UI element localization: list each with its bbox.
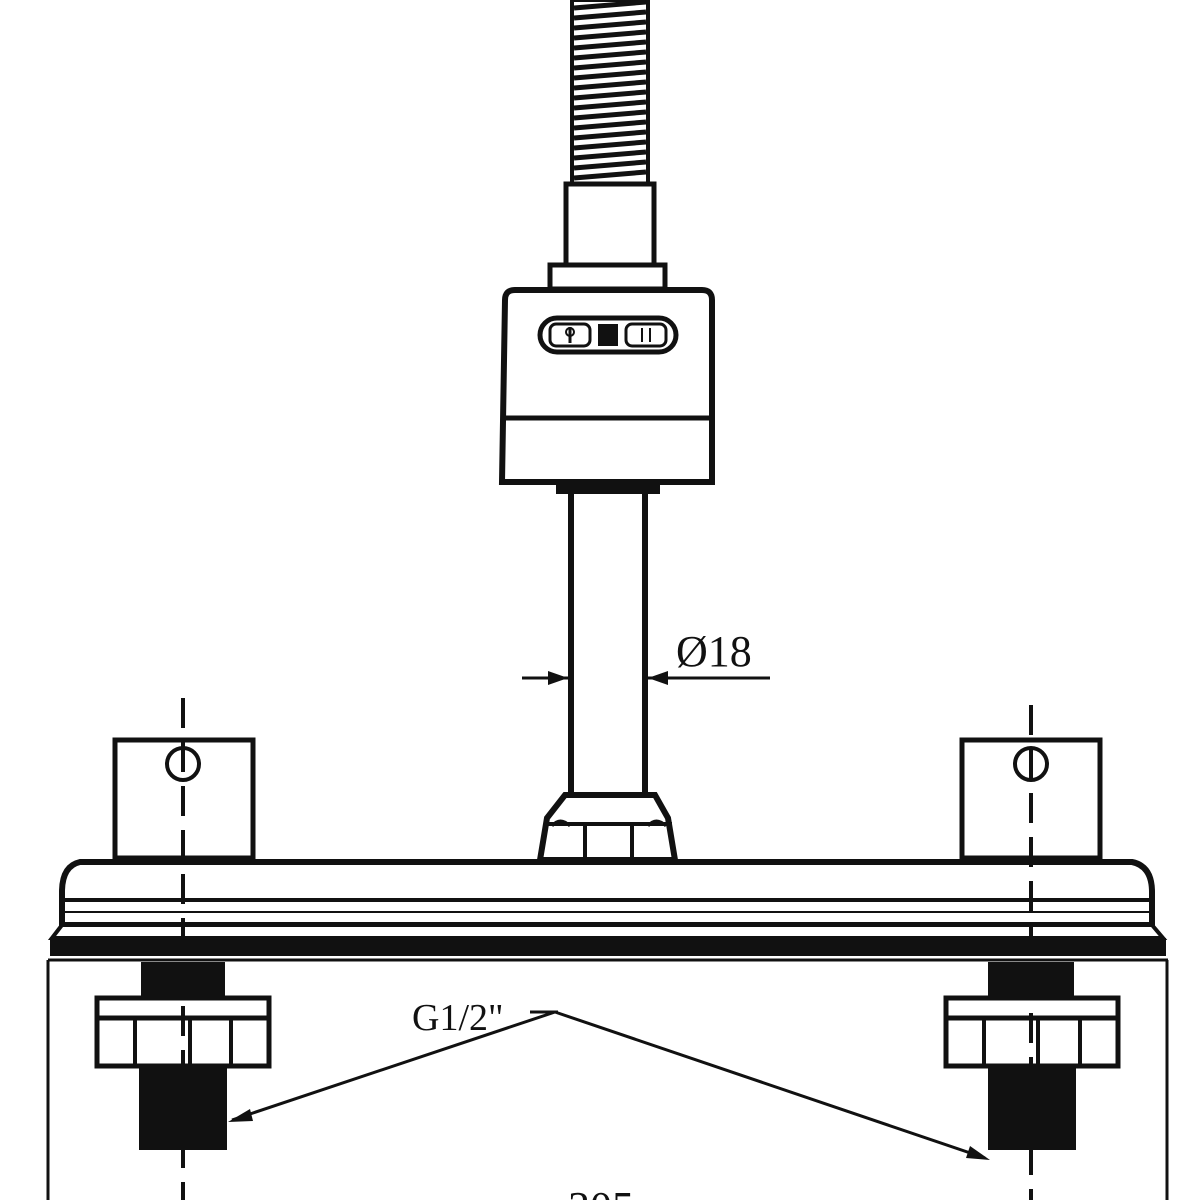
pipe-diameter-dimension: Ø18 xyxy=(522,627,770,685)
thread-leader: G1/2" xyxy=(228,997,990,1160)
pipe-diameter-label: Ø18 xyxy=(676,627,752,676)
outline-edges xyxy=(46,960,1169,1200)
thread-size-label: G1/2" xyxy=(412,997,504,1039)
center-lines xyxy=(181,698,1033,1200)
riser-hex-nut xyxy=(536,792,679,863)
base-plate xyxy=(47,859,1168,962)
hose-fitting xyxy=(547,181,668,292)
center-distance-label: 305 xyxy=(568,1183,634,1200)
diverter-badge-icon xyxy=(537,315,679,355)
flexible-hose xyxy=(570,0,650,187)
riser-pipe xyxy=(568,494,648,795)
center-distance-dimension: 305 xyxy=(568,1183,634,1200)
